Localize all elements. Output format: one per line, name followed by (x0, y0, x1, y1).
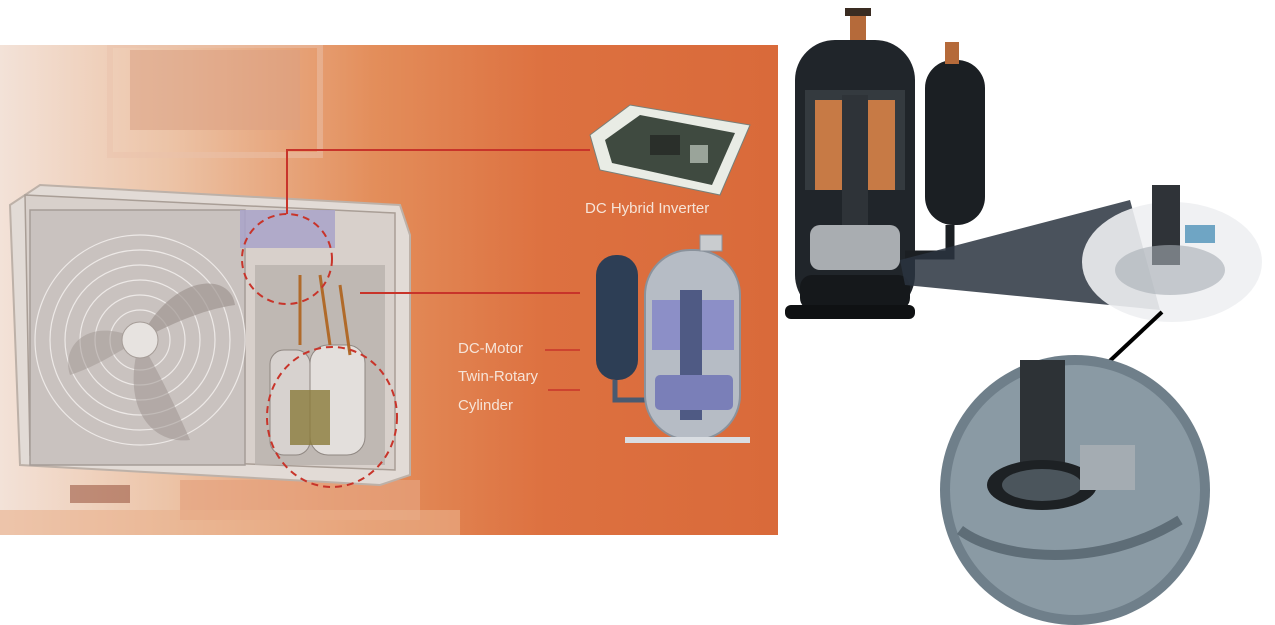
compressor-section (596, 234, 750, 443)
rotary-label: Twin-Rotary (458, 368, 539, 385)
zoom-cone (900, 200, 1160, 310)
cylinder-label: Cylinder (458, 397, 514, 414)
motor-label: DC-Motor (458, 340, 524, 357)
inverter-label: DC Hybrid Inverter (585, 200, 710, 217)
detail-view-small (1082, 185, 1262, 322)
outdoor-unit-illustration (0, 45, 751, 535)
detail-view-magnified (940, 355, 1210, 625)
outdoor-unit-panel: DC Hybrid Inverter DC-Motor Twin-Rotary … (0, 45, 778, 535)
leader-lines (286, 149, 590, 391)
inverter-board (589, 104, 751, 196)
zoom-connector (1096, 310, 1164, 374)
outdoor-unit (8, 183, 411, 488)
compressor-cutaway (785, 8, 985, 319)
